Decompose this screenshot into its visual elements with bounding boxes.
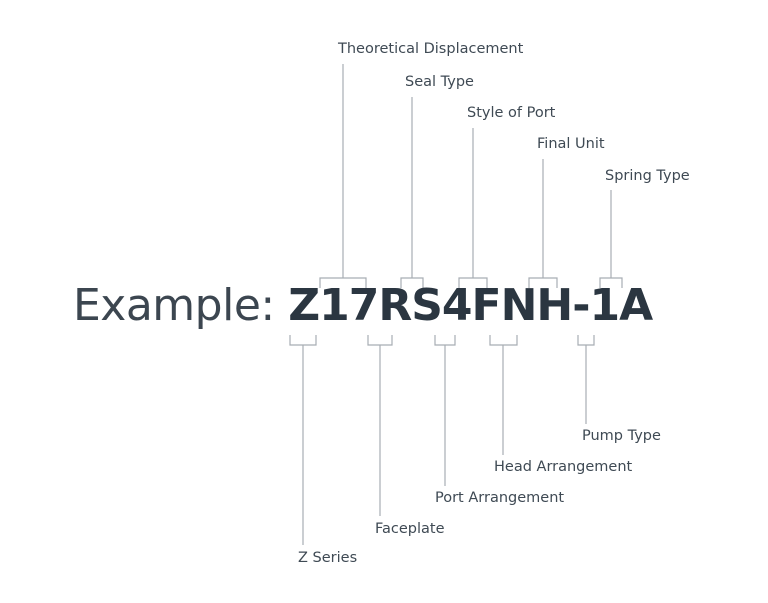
label-spring-type: Spring Type xyxy=(605,168,690,184)
connector-head-arrangement xyxy=(489,335,518,455)
label-seal-type: Seal Type xyxy=(405,74,474,90)
example-prefix: Example: xyxy=(73,280,275,331)
label-style-of-port: Style of Port xyxy=(467,105,556,121)
label-final-unit: Final Unit xyxy=(537,136,605,152)
model-code-example: Example: Z17RS4FNH-1A xyxy=(73,284,653,328)
connector-spring-type xyxy=(599,190,623,288)
label-pump-type: Pump Type xyxy=(582,428,661,444)
connector-port-arrangement xyxy=(434,335,456,486)
label-head-arrangement: Head Arrangement xyxy=(494,459,633,475)
connector-final-unit xyxy=(528,159,558,288)
connector-pump-type xyxy=(577,335,595,424)
connector-seal-type xyxy=(400,97,424,288)
label-z-series: Z Series xyxy=(298,550,358,566)
label-theoretical-displacement: Theoretical Displacement xyxy=(338,41,524,57)
label-faceplate: Faceplate xyxy=(375,521,445,537)
connector-style-of-port xyxy=(458,128,488,288)
label-port-arrangement: Port Arrangement xyxy=(435,490,565,506)
model-code: Z17RS4FNH-1A xyxy=(288,280,653,331)
connector-z-series xyxy=(289,335,317,545)
connector-faceplate xyxy=(367,335,393,516)
connector-theoretical-displacement xyxy=(319,64,367,288)
